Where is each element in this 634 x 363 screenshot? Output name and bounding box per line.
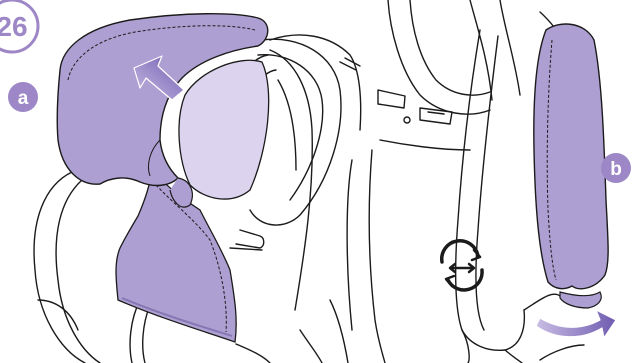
cover-side-pad xyxy=(534,24,608,289)
callout-a: a xyxy=(8,82,38,112)
callout-b: b xyxy=(601,153,631,183)
cover-side-pad-tab xyxy=(560,292,601,308)
headrest-inner-panel xyxy=(179,60,269,199)
curved-arrow-right-icon xyxy=(536,310,616,338)
callout-b-label: b xyxy=(610,159,622,180)
step-number: 26 xyxy=(0,11,28,42)
step-number-badge: 26 xyxy=(0,0,38,52)
callout-a-label: a xyxy=(18,88,29,109)
